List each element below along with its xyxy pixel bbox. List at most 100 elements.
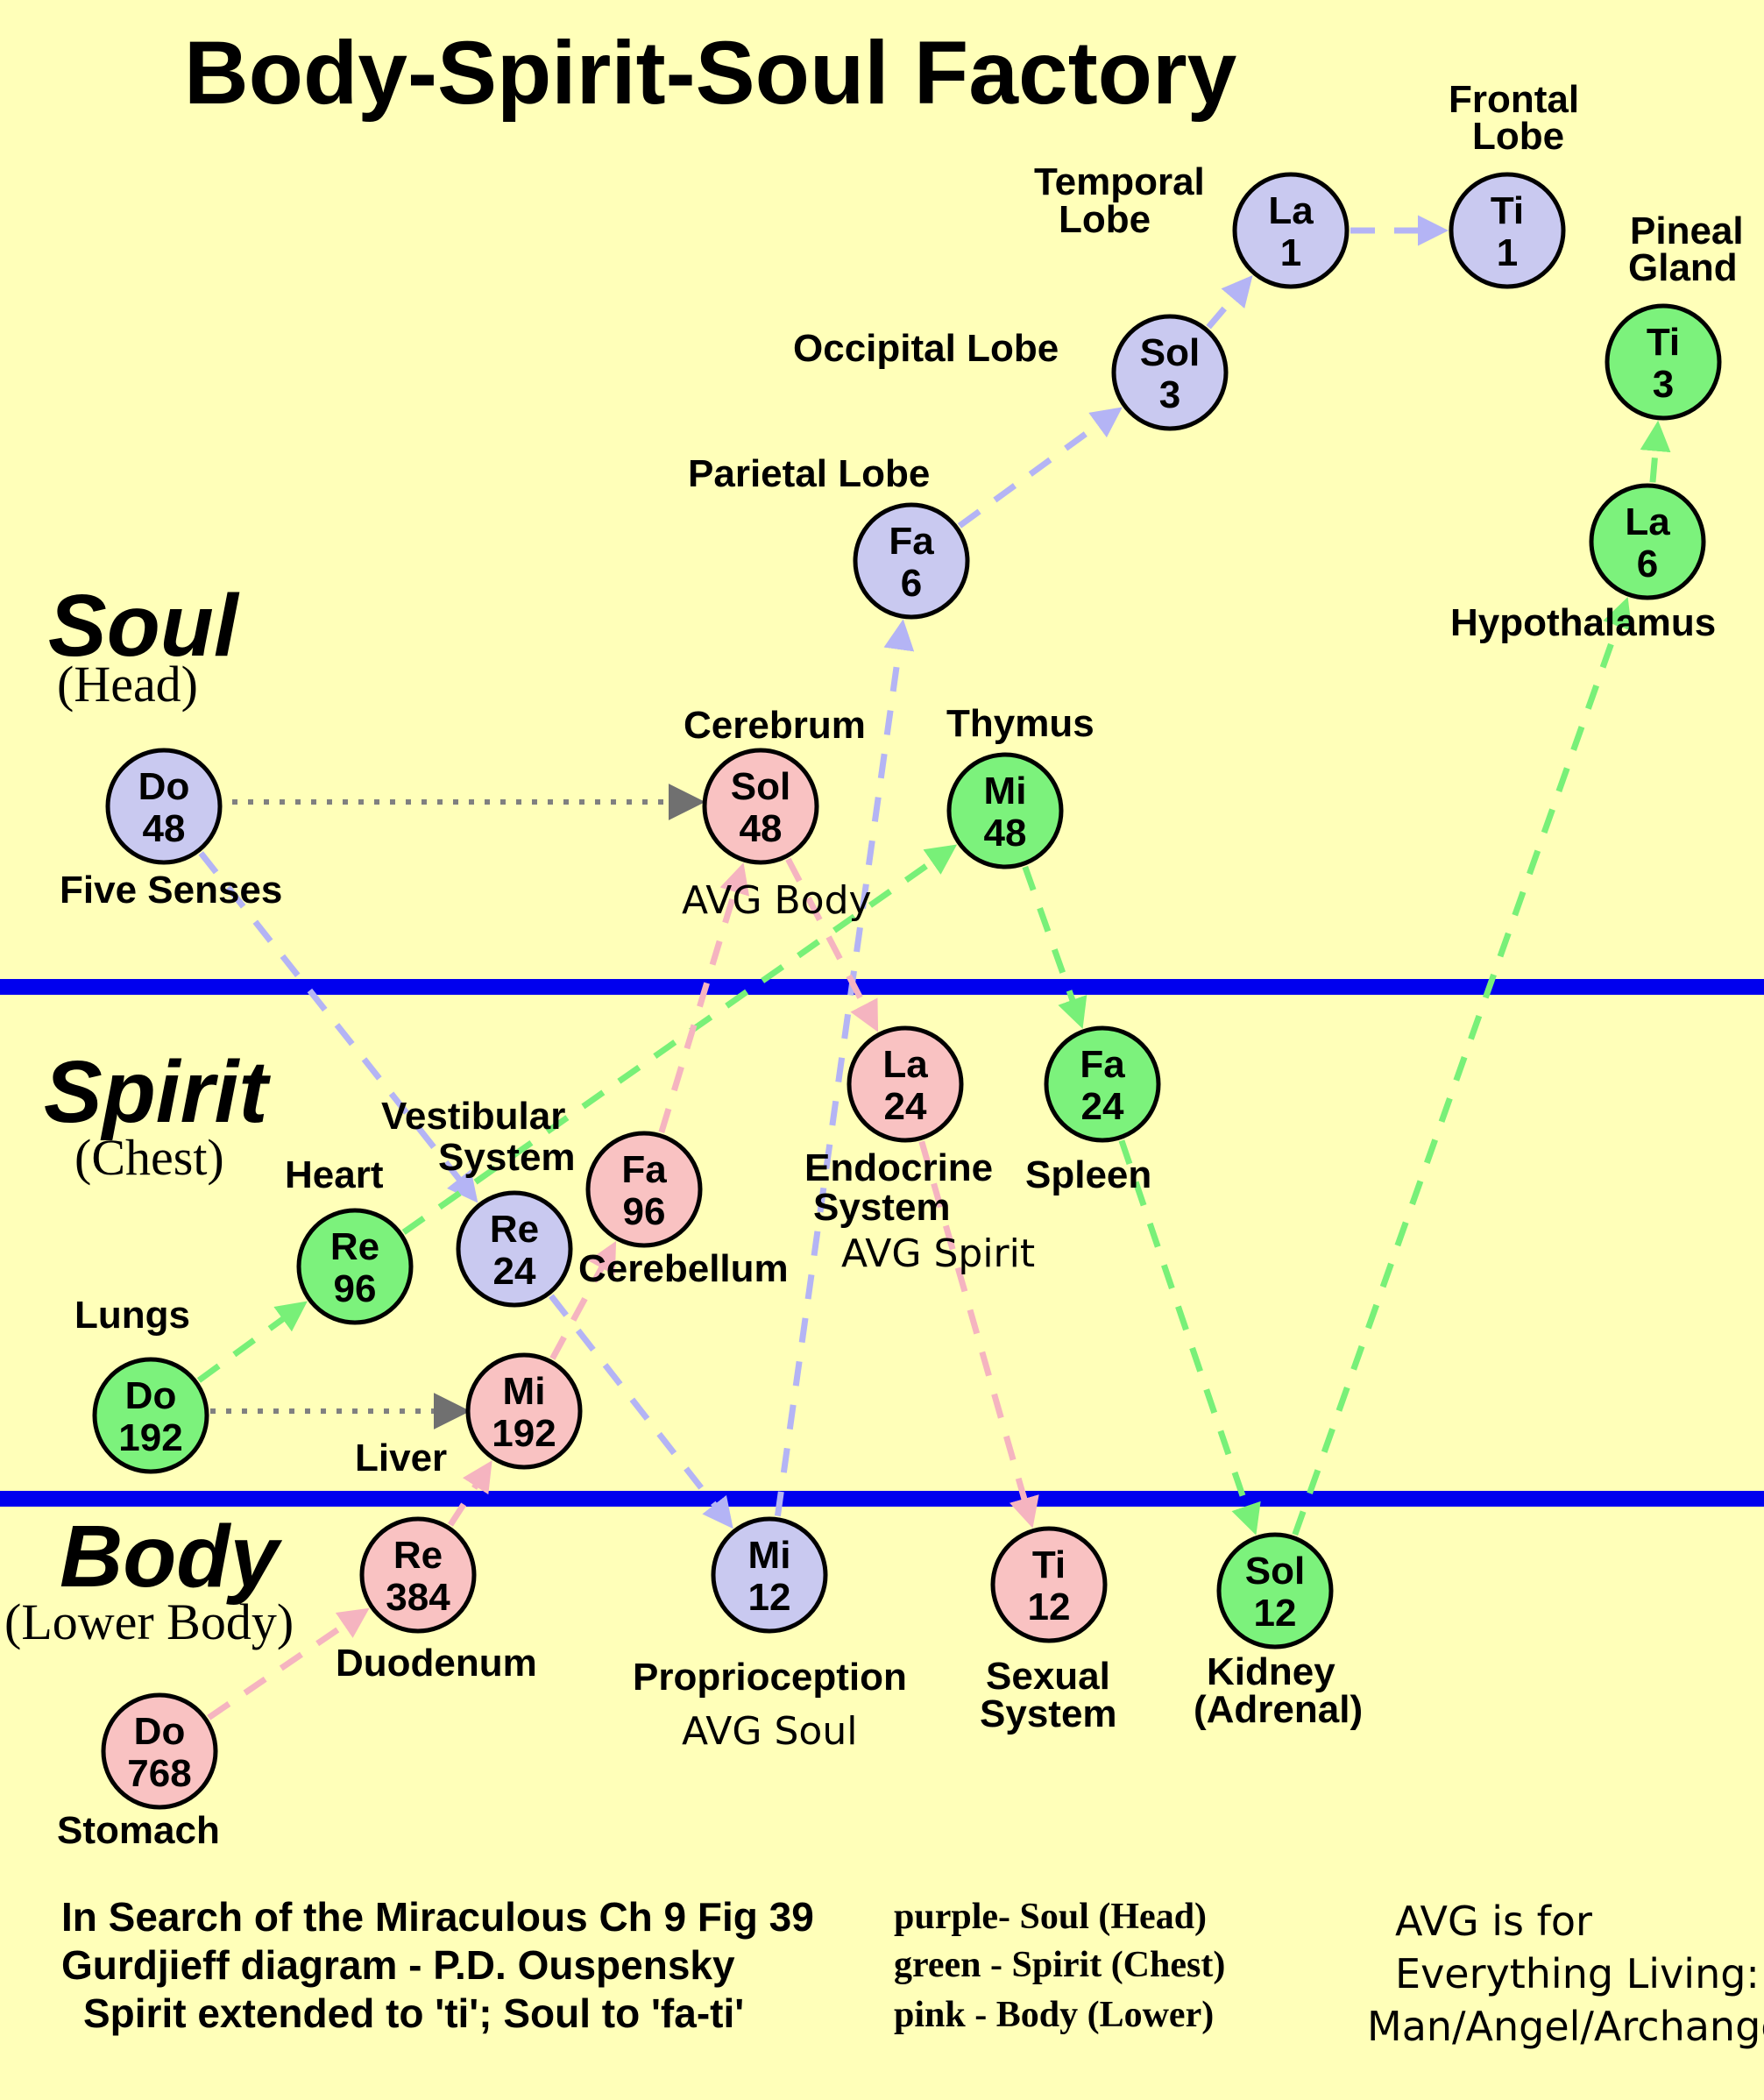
footer-line-2: Gurdjieff diagram - P.D. Ouspensky [61, 1942, 735, 1988]
node-note: Re [393, 1534, 443, 1577]
node-spirit-ti-3: Ti3 [1605, 303, 1722, 421]
node-soul-ti-1: Ti1 [1449, 172, 1566, 289]
node-note: Fa [889, 520, 934, 563]
label-avg-body: AVG Body [682, 878, 872, 923]
region-subtitle-spirit: (Chest) [74, 1129, 224, 1186]
label-avg-soul: AVG Soul [682, 1709, 857, 1754]
label-spleen: Spleen [1025, 1153, 1151, 1196]
node-value: 3 [1653, 363, 1674, 406]
node-value: 24 [1081, 1085, 1124, 1128]
node-note: Mi [984, 770, 1027, 812]
label-parietal: Parietal Lobe [688, 452, 930, 495]
label-cerebellum: Cerebellum [578, 1247, 789, 1290]
node-value: 3 [1159, 373, 1180, 416]
node-circle [456, 1190, 573, 1308]
node-value: 12 [748, 1576, 791, 1619]
node-circle [585, 1131, 703, 1248]
arrow-spirit-do-192-to-spirit-re-96 [196, 1301, 308, 1383]
node-value: 6 [1637, 543, 1658, 585]
legend-spirit: green - Spirit (Chest) [894, 1945, 1225, 1985]
node-note: Sol [731, 765, 790, 808]
arrow-body-mi-192-to-body-fa-96 [549, 1240, 617, 1360]
node-value: 48 [740, 807, 783, 850]
label-vestibular-1: Vestibular [381, 1095, 565, 1138]
node-note: Sol [1140, 331, 1200, 374]
label-cerebrum: Cerebrum [684, 704, 866, 747]
footer-line-1: In Search of the Miraculous Ch 9 Fig 39 [61, 1894, 814, 1940]
node-note: Mi [503, 1370, 546, 1413]
node-value: 192 [118, 1416, 182, 1459]
footer-line-3: Spirit extended to 'ti'; Soul to 'fa-ti' [83, 1990, 744, 2036]
label-kidney-2: (Adrenal) [1194, 1688, 1363, 1731]
avg-note-line-3: Man/Angel/Archangel [1367, 2003, 1764, 2050]
node-circle [105, 748, 223, 865]
label-five-senses: Five Senses [60, 869, 282, 912]
arrow-body-re-384-to-body-mi-192 [448, 1460, 492, 1527]
node-value: 48 [984, 812, 1027, 855]
node-value: 192 [492, 1412, 556, 1455]
label-vestibular-2: System [438, 1136, 576, 1179]
arrow-spirit-la-6-to-spirit-ti-3 [1640, 420, 1671, 483]
region-title-soul: Soul [48, 577, 240, 675]
label-proprioception: Proprioception [633, 1656, 907, 1699]
divider-spirit-body [0, 1491, 1764, 1507]
node-note: Mi [748, 1534, 791, 1577]
node-circle [702, 748, 819, 865]
arrow-soul-sol-3-to-soul-la-1 [1206, 275, 1253, 330]
region-title-body: Body [60, 1508, 282, 1606]
divider-soul-spirit [0, 979, 1764, 995]
node-circle [946, 752, 1064, 869]
node-circle [847, 1025, 964, 1143]
arrow-soul-re-24-to-soul-mi-12 [549, 1294, 733, 1529]
node-note: Do [125, 1374, 177, 1417]
arrow-body-fa-96-to-body-sol-48 [658, 862, 750, 1133]
node-value: 768 [127, 1752, 191, 1795]
arrow-body-do-768-to-body-re-384 [207, 1607, 370, 1720]
node-note: La [1268, 189, 1314, 232]
node-circle [711, 1516, 828, 1634]
label-endocrine-2: System [813, 1186, 951, 1229]
node-value: 12 [1028, 1586, 1071, 1628]
arrow-soul-mi-12-to-soul-fa-6 [774, 619, 915, 1517]
node-circle [1044, 1025, 1161, 1143]
region-subtitle-body: (Lower Body) [4, 1593, 294, 1650]
label-heart: Heart [285, 1153, 384, 1196]
label-occipital: Occipital Lobe [793, 327, 1059, 370]
arrow-soul-fa-6-to-soul-sol-3 [957, 407, 1123, 529]
page-title: Body-Spirit-Soul Factory [184, 23, 1237, 123]
region-title-spirit: Spirit [44, 1043, 271, 1141]
node-value: 48 [143, 807, 186, 850]
label-avg-spirit: AVG Spirit [841, 1231, 1035, 1276]
node-circle [1589, 483, 1706, 600]
node-circle [465, 1352, 583, 1470]
label-sexual-1: Sexual [986, 1655, 1110, 1698]
node-circle [1216, 1532, 1334, 1649]
region-subtitle-soul: (Head) [57, 656, 198, 713]
label-frontal-lobe-1: Frontal [1449, 78, 1579, 121]
label-sexual-2: System [980, 1692, 1117, 1735]
node-circle [853, 502, 970, 620]
node-value: 96 [623, 1190, 666, 1233]
arrow-body-la-24-to-body-ti-12 [918, 1140, 1039, 1529]
node-soul-fa-6: Fa6 [853, 502, 970, 620]
node-spirit-la-6: La6 [1589, 483, 1706, 600]
node-circle [296, 1208, 414, 1325]
label-frontal-lobe-2: Lobe [1472, 115, 1564, 158]
node-value: 24 [884, 1085, 927, 1128]
legend-body: pink - Body (Lower) [894, 1995, 1214, 2035]
arrow-chains [196, 215, 1671, 1720]
label-endocrine-1: Endocrine [804, 1146, 993, 1189]
node-note: La [1625, 500, 1670, 543]
node-note: Do [138, 765, 190, 808]
node-note: Ti [1491, 189, 1524, 232]
